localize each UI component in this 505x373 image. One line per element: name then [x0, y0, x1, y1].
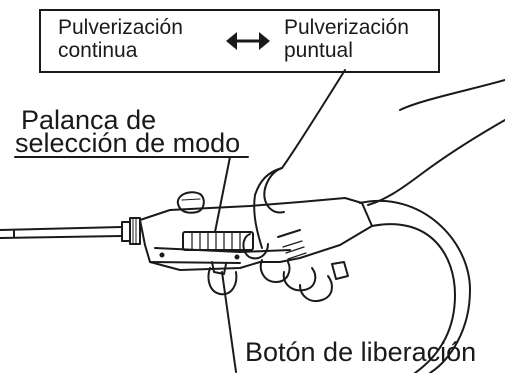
spot-spray-label-line1: Pulverización	[284, 16, 409, 39]
double-arrow-icon	[226, 32, 270, 50]
lever-pointer-line	[214, 156, 231, 233]
release-leader-line	[221, 271, 237, 373]
release-button	[211, 261, 227, 275]
mode-legend-box: Pulverización continua Pulverización pun…	[39, 9, 440, 73]
release-button-label: Botón de liberación	[245, 337, 477, 367]
gun-body	[139, 197, 373, 271]
lance-tube	[0, 226, 123, 231]
mode-lever	[182, 231, 254, 251]
continuous-spray-label-line2: continua	[58, 39, 138, 62]
continuous-spray-label-line1: Pulverización	[58, 16, 183, 39]
top-knob	[176, 191, 205, 214]
hose	[359, 200, 471, 373]
mode-lever-label-line2: selección de modo	[15, 128, 241, 158]
mode-lever-label-line1: Palanca de	[21, 105, 157, 135]
hand	[253, 69, 346, 249]
spot-spray-label-line2: puntual	[284, 39, 353, 62]
